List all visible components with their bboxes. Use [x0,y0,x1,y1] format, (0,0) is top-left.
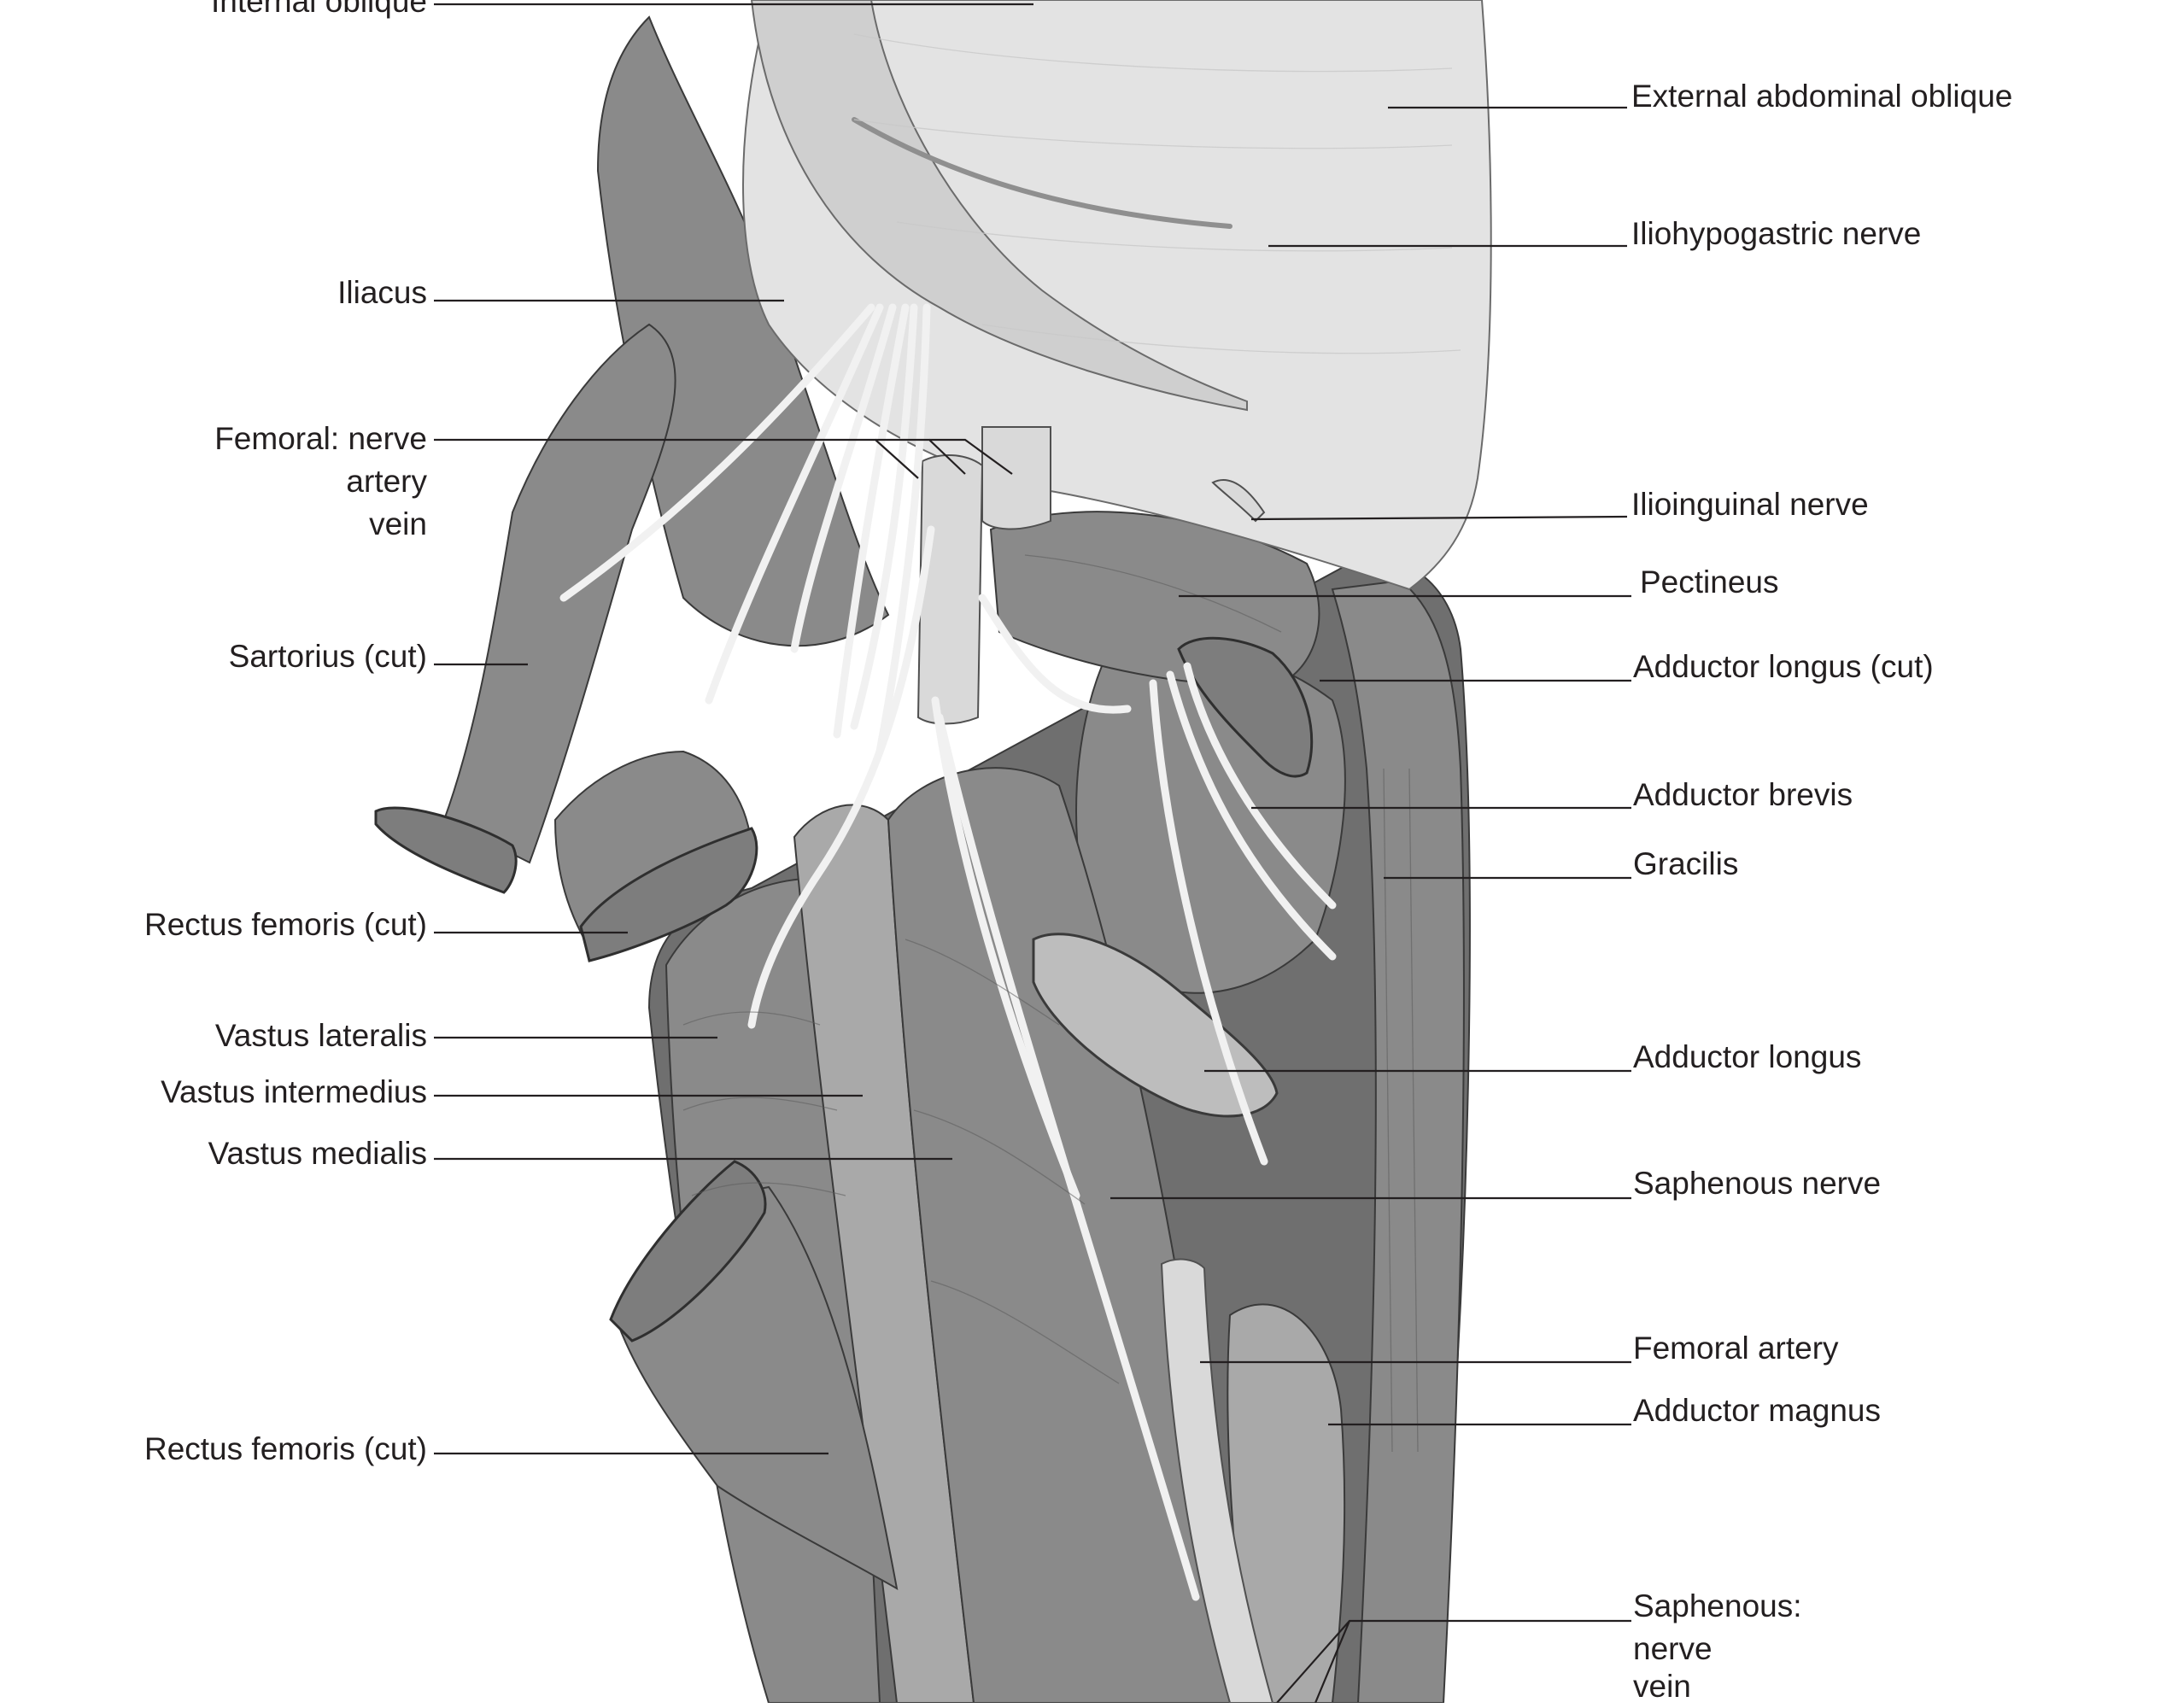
external-oblique-sheet [742,0,1492,591]
femoral-artery-vessel [916,454,984,725]
label-rectus-femoris-cut-lower: Rectus femoris (cut) [143,1431,427,1466]
label-adductor-magnus: Adductor magnus [1633,1393,1882,1428]
femoral-nerve-branches [559,303,1337,1601]
ilioinguinal-path [1211,478,1266,523]
label-rectus-femoris-cut-upper: Rectus femoris (cut) [143,907,427,942]
label-adductor-brevis: Adductor brevis [1633,777,1853,812]
label-ilioinguinal-nerve: Ilioinguinal nerve [1631,487,1869,522]
adductor-longus-upper-cut [1177,636,1314,778]
leader-saphenous-nerve-lower [1276,1619,1631,1703]
femoral-vein-vessel [981,426,1051,530]
label-saphenous-group: Saphenous: [1633,1588,1802,1623]
label-internal-oblique: Internal oblique [210,0,427,19]
label-iliacus: Iliacus [337,275,427,310]
leader-femoral-nerve [434,438,919,479]
label-femoral-nerve: Femoral: nerve [214,421,427,456]
label-sartorius-cut: Sartorius (cut) [228,639,427,674]
label-femoral-artery: artery [346,464,427,499]
label-gracilis: Gracilis [1633,846,1739,881]
label-vastus-lateralis: Vastus lateralis [214,1018,427,1053]
label-femoral-vein: vein [369,506,427,541]
sartorius-muscle [442,323,676,864]
femoral-artery-lower-vessel [1160,1258,1274,1703]
iliohypogastric-path [852,117,1232,229]
sartorius-cut-face [374,806,518,894]
label-iliohypogastric-nerve: Iliohypogastric nerve [1631,216,1922,251]
rectus-femoris-upper-cut-face [579,827,758,962]
label-external-abdominal-oblique: External abdominal oblique [1631,79,2013,114]
label-vastus-intermedius: Vastus intermedius [161,1074,427,1109]
leader-ilioinguinal [1250,515,1628,521]
leader-saphenous-vein-lower [1314,1620,1351,1703]
muscle-fibers [682,33,1461,1453]
label-adductor-longus-cut: Adductor longus (cut) [1633,649,1934,684]
label-pectineus: Pectineus [1640,564,1779,600]
label-vastus-medialis: Vastus medialis [208,1136,427,1171]
leader-femoral-artery [875,438,966,475]
label-saphenous-nerve-short: nerve [1633,1631,1713,1666]
leader-femoral-vein [929,438,1013,475]
label-femoral-artery-lower: Femoral artery [1633,1331,1839,1366]
label-saphenous-vein-short: vein [1633,1669,1691,1704]
label-saphenous-nerve: Saphenous nerve [1633,1166,1882,1201]
label-adductor-longus: Adductor longus [1633,1039,1862,1074]
gracilis-muscle [1331,579,1465,1703]
adductor-magnus-muscle [1227,1303,1346,1703]
internal-oblique-edge [750,0,1248,412]
